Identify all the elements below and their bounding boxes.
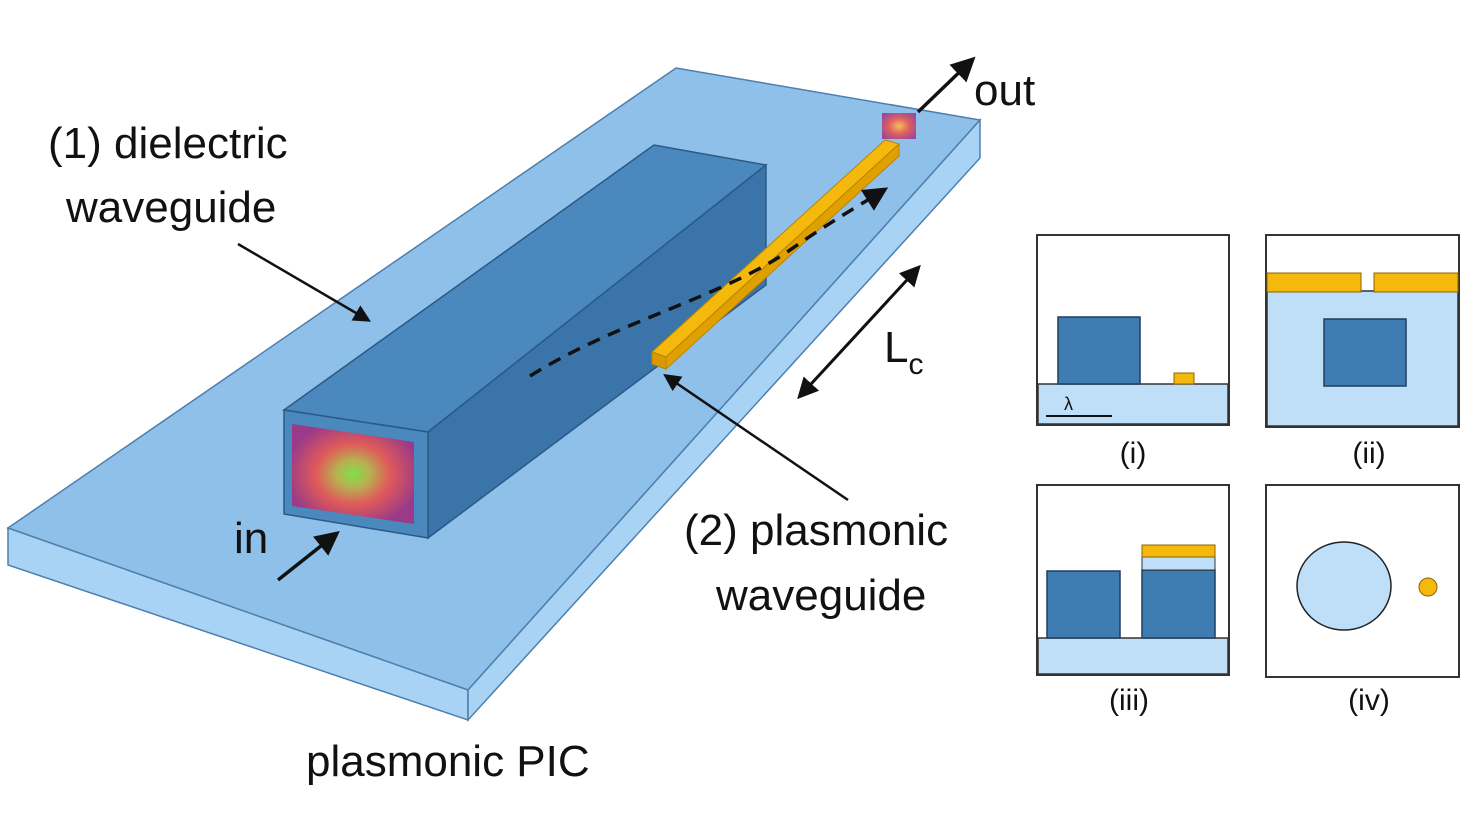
inset-iii-spacer [1141, 556, 1216, 571]
inset-iii-dielectric-left [1046, 570, 1121, 639]
inset-iv-fiber-core [1296, 541, 1392, 631]
inset-iii-caption: (iii) [1109, 684, 1149, 717]
chip-label: plasmonic PIC [306, 737, 590, 786]
output-mode-profile [882, 113, 916, 139]
dielectric-pointer-arrow [237, 242, 372, 322]
inset-i-scale-label: λ [1064, 394, 1073, 414]
inset-iv: (iv) [1265, 484, 1460, 717]
dielectric-label-line2: waveguide [65, 183, 276, 232]
plasmonic-label-line1: (2) plasmonic [684, 506, 948, 555]
inset-i-dielectric-core [1057, 316, 1141, 385]
inset-iv-caption: (iv) [1348, 684, 1390, 717]
output-label: out [974, 66, 1035, 115]
coupling-path-dashed-arrow [529, 187, 889, 378]
coupling-length-label: Lc [884, 323, 923, 381]
dielectric-waveguide [282, 144, 768, 540]
plasmonic-pointer-arrow [663, 374, 849, 502]
inset-iii-gold-cap [1141, 544, 1216, 558]
inset-i-gold-strip [1173, 372, 1195, 385]
inset-ii-caption: (ii) [1352, 437, 1385, 470]
inset-i: λ (i) [1036, 234, 1230, 470]
inset-iii-dielectric-right [1141, 569, 1216, 639]
plasmonic-label-line2: waveguide [715, 571, 926, 620]
inset-ii-gold-right [1373, 272, 1459, 293]
input-label: in [234, 514, 268, 563]
output-arrow [916, 56, 976, 114]
inset-iii-substrate [1037, 637, 1229, 675]
dielectric-label-line1: (1) dielectric [48, 119, 288, 168]
coupling-length-arrow [797, 264, 921, 400]
inset-i-caption: (i) [1120, 437, 1147, 470]
inset-ii-gold-left [1266, 272, 1362, 293]
inset-iii: (iii) [1036, 484, 1230, 717]
plasmonic-waveguide [651, 113, 916, 371]
input-arrow [276, 530, 340, 582]
inset-iv-gold-nanowire [1418, 577, 1438, 597]
inset-ii-dielectric-core [1323, 318, 1407, 387]
input-mode-profile [292, 424, 414, 524]
inset-i-substrate [1037, 383, 1229, 425]
inset-ii: (ii) [1265, 234, 1460, 470]
gold-strip-end [651, 351, 667, 370]
